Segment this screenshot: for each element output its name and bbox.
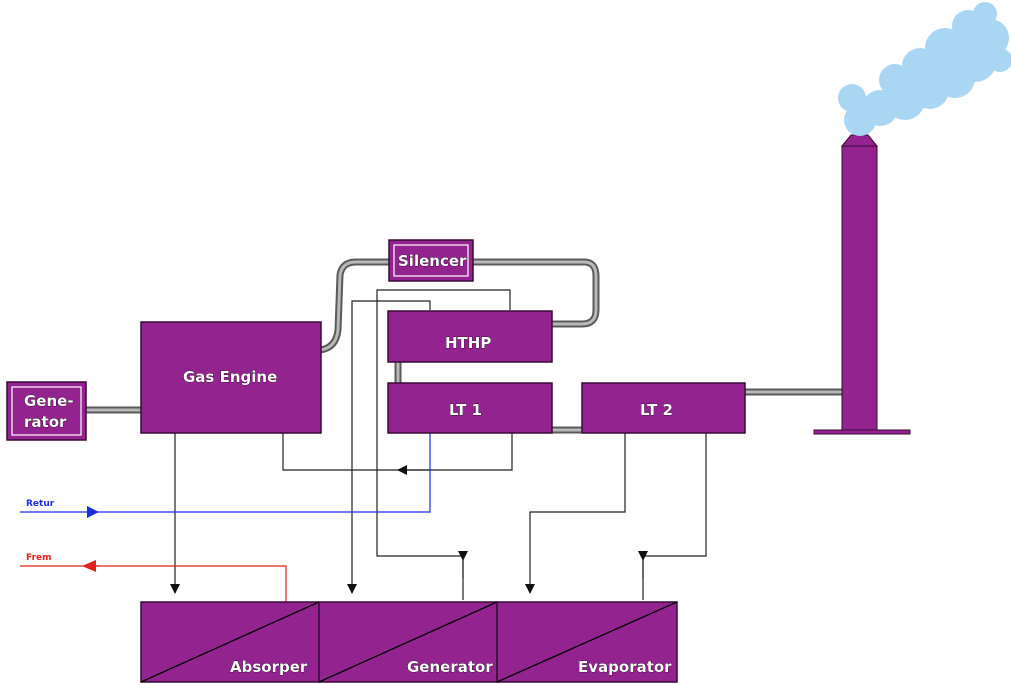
silencer-unit: Silencer (388, 239, 474, 282)
hthp-label: HTHP (445, 334, 491, 352)
gas-engine-unit: Gas Engine (140, 321, 322, 434)
generator-unit: Gene- rator (6, 381, 87, 441)
engine-lt1-loop-line (282, 433, 513, 471)
lt2-evaporator-supply-line (525, 433, 626, 594)
chimney-icon (813, 134, 911, 435)
frem-arrow (82, 560, 96, 572)
evaporator-section: Evaporator (496, 601, 678, 683)
lt2-label: LT 2 (640, 401, 673, 419)
retur-line (88, 433, 431, 513)
generator-label-line1: Gene- (24, 392, 74, 410)
hthp-generator-supply-line (347, 300, 431, 594)
frem-line (86, 565, 287, 602)
retur-label: Retur (26, 499, 55, 509)
lt1-label: LT 1 (449, 401, 482, 419)
lt1-unit: LT 1 (387, 382, 553, 434)
gas-engine-label: Gas Engine (183, 368, 277, 386)
hthp-unit: HTHP (387, 310, 553, 363)
evaporator-label: Evaporator (578, 658, 672, 676)
engine-silencer-pipe (316, 258, 393, 354)
generator-section-label: Generator (407, 658, 493, 676)
generator-section: Generator (318, 601, 498, 683)
lt2-unit: LT 2 (581, 382, 746, 434)
silencer-label: Silencer (398, 252, 467, 270)
generator-label-line2: rator (24, 413, 67, 431)
absorper-section: Absorper (140, 601, 320, 683)
smoke-cloud-icon (838, 2, 1011, 136)
evaporator-lt2-return-line (642, 433, 707, 600)
frem-label: Frem (26, 553, 52, 563)
exhaust-pipes (82, 258, 846, 434)
absorper-label: Absorper (230, 658, 308, 676)
